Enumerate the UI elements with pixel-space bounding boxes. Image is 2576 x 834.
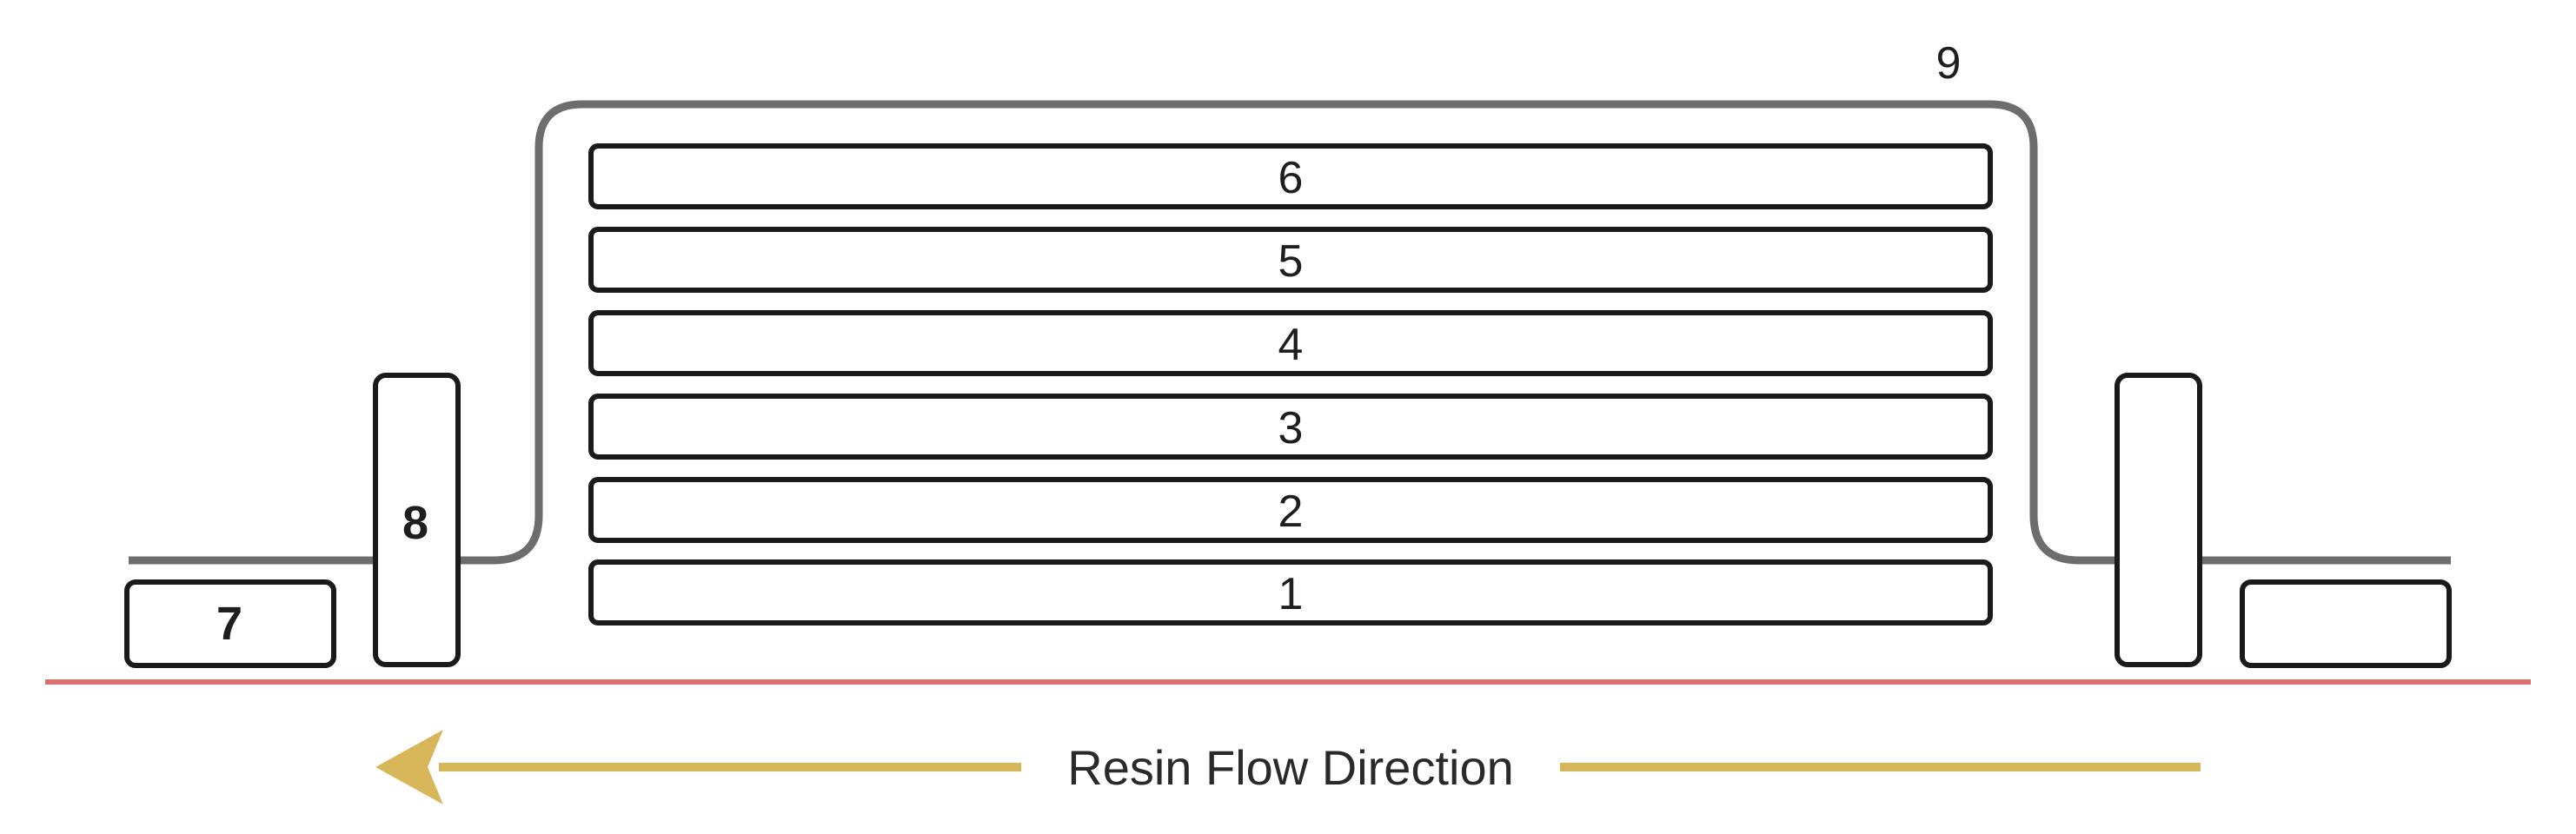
layer-6-label: 6 [1278, 153, 1304, 203]
flow-arrow-head [375, 730, 443, 804]
dam-left [373, 373, 461, 667]
layer-5-label: 5 [1278, 236, 1304, 287]
layer-3 [588, 394, 1993, 460]
outlet-channel-right [2240, 579, 2452, 668]
layer-2-label: 2 [1278, 486, 1304, 537]
inlet-channel-left [124, 579, 336, 668]
bag-label: 9 [1936, 38, 1962, 89]
layer-2 [588, 477, 1993, 543]
layer-4 [588, 310, 1993, 376]
dam-right [2115, 373, 2202, 667]
layer-6 [588, 143, 1993, 209]
layer-4-label: 4 [1278, 320, 1304, 370]
vacuum-bag-outline [129, 100, 2451, 565]
layer-1 [588, 559, 1993, 626]
inlet-label: 7 [216, 598, 242, 650]
flow-direction-label: Resin Flow Direction [1067, 740, 1514, 795]
layer-3-label: 3 [1278, 403, 1304, 453]
layer-1-label: 1 [1278, 569, 1304, 619]
dam-label: 8 [402, 497, 428, 549]
layer-5 [588, 227, 1993, 293]
layer-stack: 6 5 4 3 2 1 [588, 143, 1993, 626]
